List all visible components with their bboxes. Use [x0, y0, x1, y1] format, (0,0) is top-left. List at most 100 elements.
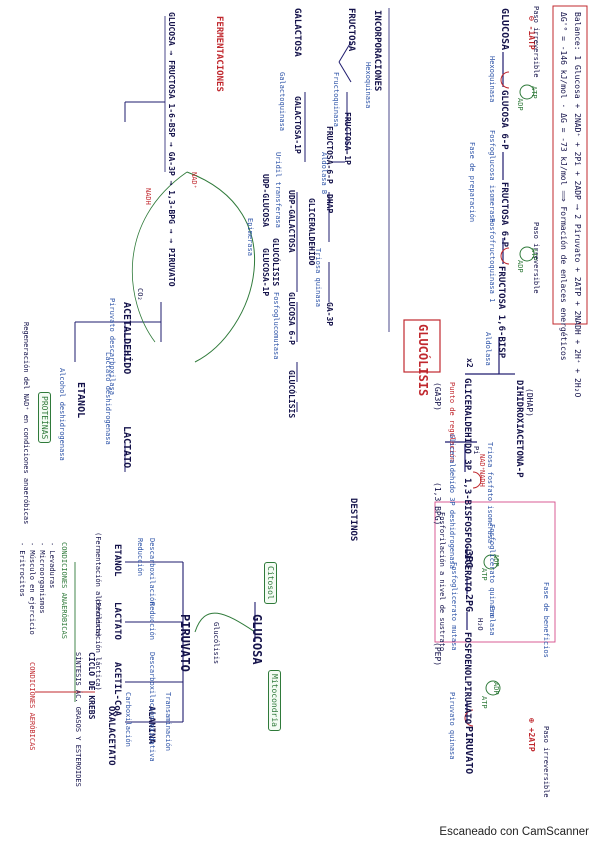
note-fase-preparacion: Fase de preparación — [468, 142, 476, 223]
dest-aerob: CONDICIONES AERÓBICAS — [28, 662, 36, 751]
ferm-nadh: NADH — [144, 188, 152, 205]
metabolite-f16bp: FRUCTOSA 1,6-BISP — [496, 266, 506, 359]
ferm-tag: PROTEÍNAS — [38, 392, 51, 444]
ferm-chain: GLUCOSA → FRUCTOSA 1-6-BSP → GA-3P → 1,3… — [167, 12, 176, 287]
metabolite-pep-abbr: (PEP) — [433, 642, 442, 667]
cofactor-atp-3: ATP — [480, 568, 488, 581]
ferm-enzyme-lactato-desh: Lactato deshidrogenasa — [104, 352, 112, 445]
cofactor-h2o: H₂O — [476, 618, 484, 631]
enzyme-enolasa: Enolasa — [488, 606, 496, 636]
enzyme-pgk: Fosfoglicerato quinasa — [488, 524, 496, 617]
inc-udp-glc: UDP-GLUCOSA — [261, 174, 270, 227]
inc-glc1p: GLUCOSA-1P — [261, 248, 270, 297]
cofactor-pi: Pi — [472, 446, 480, 455]
dest-carboxilacion: Carboxilación — [124, 692, 132, 747]
dest-oxalacetato: OXALACETATO — [106, 706, 116, 766]
dest-glucosa: GLUCOSA — [250, 614, 264, 665]
inc-udp-gal: UDP-GALACTOSA — [287, 190, 296, 253]
metabolite-pep: FOSFOENOLPIRUVATO — [462, 632, 472, 725]
metabolite-ga3p: GLICERALDEHIDO 3P — [462, 378, 472, 471]
cofactor-adp-3: ADP — [492, 554, 500, 567]
rotated-notes: GLUCÓLISIS Balance: 1 Glucosa + 2NAD⁺ + … — [5, 2, 595, 814]
inc-f1p: FRUCTOSA-1P — [343, 112, 352, 165]
ferm-acetaldehido: ACETALDEHÍDO — [121, 302, 132, 375]
enzyme-aldolasa: Aldolasa — [484, 332, 492, 366]
inc-glucolisis-1: GLUCÓLISIS — [271, 238, 280, 287]
dest-transaminacion: Transaminación — [164, 692, 172, 752]
cofactor-nadh: NADH — [478, 470, 486, 487]
dest-mitocondria: Mitocondria — [268, 670, 281, 731]
inc-gal1p: GALACTOSA-1P — [293, 96, 302, 154]
dest-micro: - Microorganismos — [38, 542, 46, 614]
inc-enzyme-hexoquinasa: Hexoquinasa — [364, 62, 372, 109]
dest-citosol: Citosol — [264, 562, 277, 604]
inc-enzyme-uridil: Uridil transferasa — [274, 152, 282, 228]
dest-eritro: - Eritrocitos — [18, 542, 26, 597]
ferm-enzyme-alcohol-desh: Alcohol deshidrogenasa — [58, 368, 66, 461]
cofactor-adp-1: ADP — [516, 98, 524, 111]
cofactor-atp-4: ATP — [480, 696, 488, 709]
dest-anaerob: CONDICIONES ANAERÓBICAS — [60, 542, 68, 639]
inc-enzyme-fosfoglucomutasa: Fosfoglucomutasa — [272, 292, 280, 360]
inc-glc6p: GLUCOSA 6-P — [287, 292, 296, 345]
metabolite-bpg: 1,3-BISFOSFOGLICERATO — [462, 478, 472, 592]
dest-reduccion-2: Reducción — [148, 602, 156, 640]
scanner-watermark: Escaneado con CamScanner — [439, 826, 589, 838]
metabolite-3pg: 3PG — [463, 550, 474, 569]
note-paso-irreversible-2: Paso irreversible — [532, 222, 540, 294]
ferm-regeneracion: Regeneración del NAD⁺ en condiciones ana… — [22, 322, 30, 525]
cofactor-adp-4: ADP — [492, 682, 500, 695]
metabolite-bpg-abbr: (1,3 BPG) — [433, 482, 442, 526]
dest-reduccion-1: Reducción — [136, 538, 144, 576]
ferm-nad: NAD⁺ — [190, 172, 198, 189]
incorporaciones-heading: INCORPORACIONES — [372, 10, 382, 92]
note-fase-beneficios: Fase de beneficios — [542, 582, 550, 658]
dest-descarbox-ox: Descarboxilación oxidativa — [148, 652, 156, 762]
cofactor-adp-2: ADP — [516, 260, 524, 273]
dest-etanol: ETANOL — [112, 544, 122, 577]
metabolite-glucosa: GLUCOSA — [499, 8, 510, 51]
dest-piruvato: PIRUVATO — [178, 614, 192, 672]
enzyme-mutasa: Fosfoglicerato mutasa — [450, 562, 458, 651]
inc-enzyme-epimerasa: Epimerasa — [246, 218, 254, 256]
destinos-heading: DESTINOS — [348, 498, 358, 542]
dest-musc: - Músculo en ejercicio — [28, 542, 36, 635]
metabolite-f6p: FRUCTOSA 6-P — [499, 182, 509, 248]
inc-ga3p: GA-3P — [325, 302, 334, 327]
dest-ciclo: CICLO DE KREBS — [87, 652, 96, 720]
energy-note: ΔG'° = -146 kJ/mol · ΔG = -73 kJ/mol ⟹ F… — [559, 12, 568, 361]
inc-enzyme-galactoquinasa: Galactoquinasa — [278, 72, 286, 132]
metabolite-2pg: 2PG — [463, 594, 474, 613]
diagram-connectors — [35, 5, 588, 727]
ferm-co2: CO₂ — [136, 288, 144, 301]
note-paso-irreversible-3: Paso irreversible — [542, 726, 550, 798]
fermentaciones-heading: FERMENTACIONES — [214, 16, 224, 92]
dest-sintesis: SÍNTESIS ÁC. GRASOS Y ESTEROIDES — [74, 652, 82, 787]
enzyme-hexoquinasa: Hexoquinasa — [488, 56, 496, 103]
metabolite-dhap-abbr: (DHAP) — [525, 388, 534, 417]
ferm-etanol: ETANOL — [75, 382, 86, 419]
balance-equation: Balance: 1 Glucosa + 2NAD⁺ + 2Pi + 2ADP … — [573, 12, 582, 398]
note-quinasa: Fosforilación a nivel de sustrato — [438, 512, 446, 652]
cofactor-nad: NAD⁺ — [478, 454, 486, 471]
note-paso-irreversible-1: Paso irreversible — [532, 6, 540, 78]
plus-atp-badge: ⊕ +2ATP — [527, 718, 536, 752]
enzyme-isomerasa: Fosfoglucosa isomerasa — [488, 130, 496, 223]
page-title: GLUCÓLISIS — [416, 324, 430, 397]
dest-glucolisis: Glucólisis — [212, 622, 220, 665]
metabolite-dhap: DIHIDROXIACETONA-P — [514, 380, 524, 478]
dest-descarbox: Descarboxilación — [148, 538, 156, 606]
inc-enzyme-aldolasa-b: Aldolasa B — [320, 152, 328, 195]
metabolite-ga3p-abbr: (GA3P) — [433, 382, 442, 411]
dest-lactato: LACTATO — [112, 602, 122, 640]
dest-lev: - Levaduras — [48, 542, 56, 589]
cofactor-atp-1: ATP — [530, 86, 538, 99]
metabolite-piruvato: PIRUVATO — [463, 726, 474, 775]
inc-dhap: DHAP — [325, 194, 334, 214]
inc-galactosa: GALACTOSA — [292, 8, 302, 57]
x2-label: x2 — [465, 358, 474, 368]
metabolite-g6p: GLUCOSA 6-P — [499, 90, 509, 150]
enzyme-pk: Piruvato quinasa — [448, 692, 456, 760]
inc-glucolisis-2: GLUCÓLISIS — [287, 370, 296, 419]
